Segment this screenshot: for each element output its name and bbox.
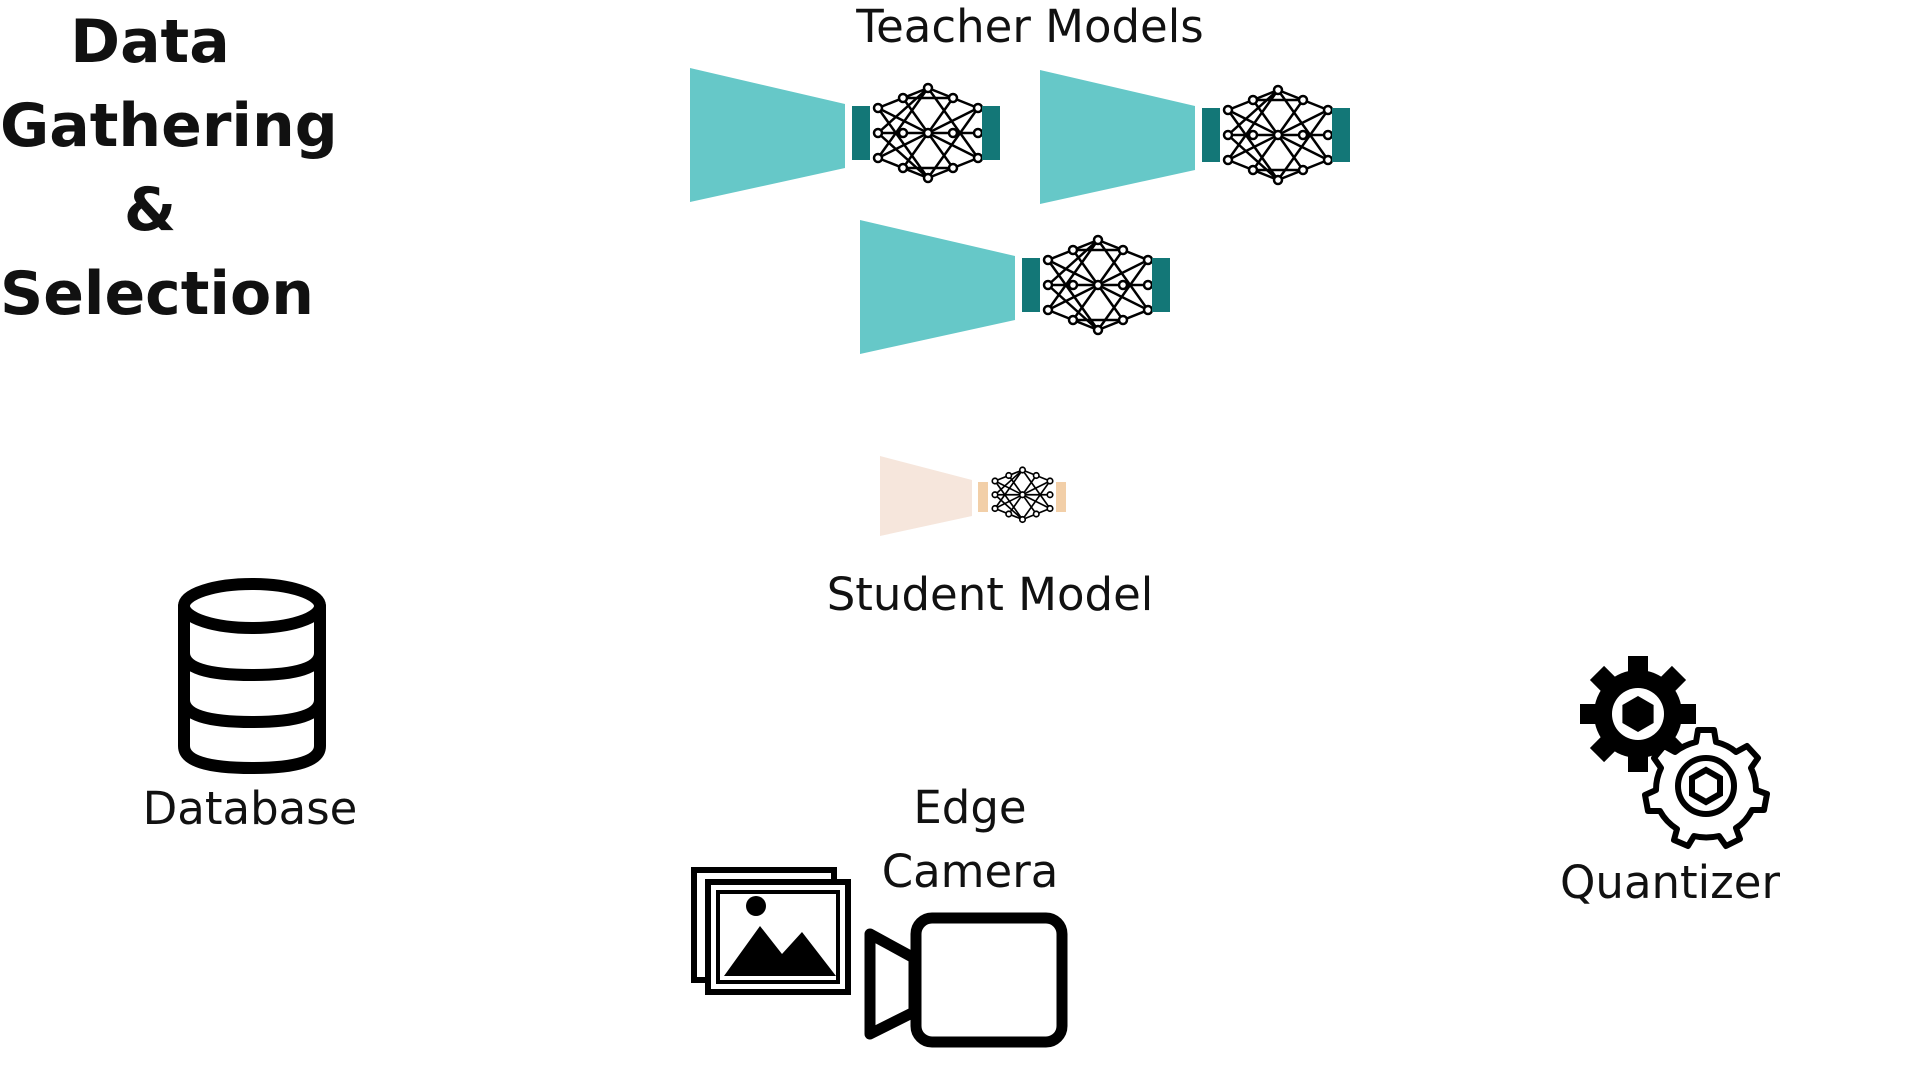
teacher-model-1-body — [690, 68, 845, 202]
teacher-model-1 — [690, 68, 1000, 202]
student-model-body — [880, 456, 972, 536]
teacher-models-label: Teacher Models — [856, 0, 1204, 53]
neural-network-icon — [872, 82, 984, 184]
video-camera-icon — [864, 912, 1068, 1048]
teacher-model-1-bar-right — [982, 106, 1000, 160]
edge-camera-label-line-2: Camera — [881, 845, 1059, 898]
student-model — [880, 456, 1066, 536]
edge-camera-label: Edge Camera — [840, 776, 1100, 904]
teacher-model-3-bar-left — [1022, 258, 1040, 312]
gear-icon — [1642, 727, 1770, 849]
database-icon — [178, 578, 326, 775]
teacher-model-3-body — [860, 220, 1015, 354]
teacher-model-2-bar-left — [1202, 108, 1220, 162]
title-line-1: Data — [70, 7, 230, 77]
teacher-model-2-bar-right — [1332, 108, 1350, 162]
title-line-2: Gathering — [0, 91, 338, 161]
student-model-bar-right — [1056, 482, 1066, 512]
diagram-title: Data Gathering & Selection — [0, 0, 338, 336]
quantizer-label: Quantizer — [1560, 856, 1780, 909]
database-label: Database — [142, 782, 358, 835]
student-model-bar-left — [978, 482, 988, 512]
image-gallery-icon — [691, 867, 851, 995]
teacher-model-3 — [860, 220, 1170, 354]
title-line-4: Selection — [0, 259, 314, 329]
neural-network-icon — [1222, 84, 1334, 186]
title-line-3: & — [123, 175, 177, 245]
teacher-model-2-body — [1040, 70, 1195, 204]
teacher-model-3-bar-right — [1152, 258, 1170, 312]
student-model-label: Student Model — [826, 568, 1154, 621]
teacher-model-1-bar-left — [852, 106, 870, 160]
teacher-model-2 — [1040, 70, 1350, 204]
neural-network-icon — [1042, 234, 1154, 336]
edge-camera-label-line-1: Edge — [913, 781, 1027, 834]
neural-network-icon — [991, 466, 1054, 524]
gears-icon — [1580, 656, 1770, 849]
